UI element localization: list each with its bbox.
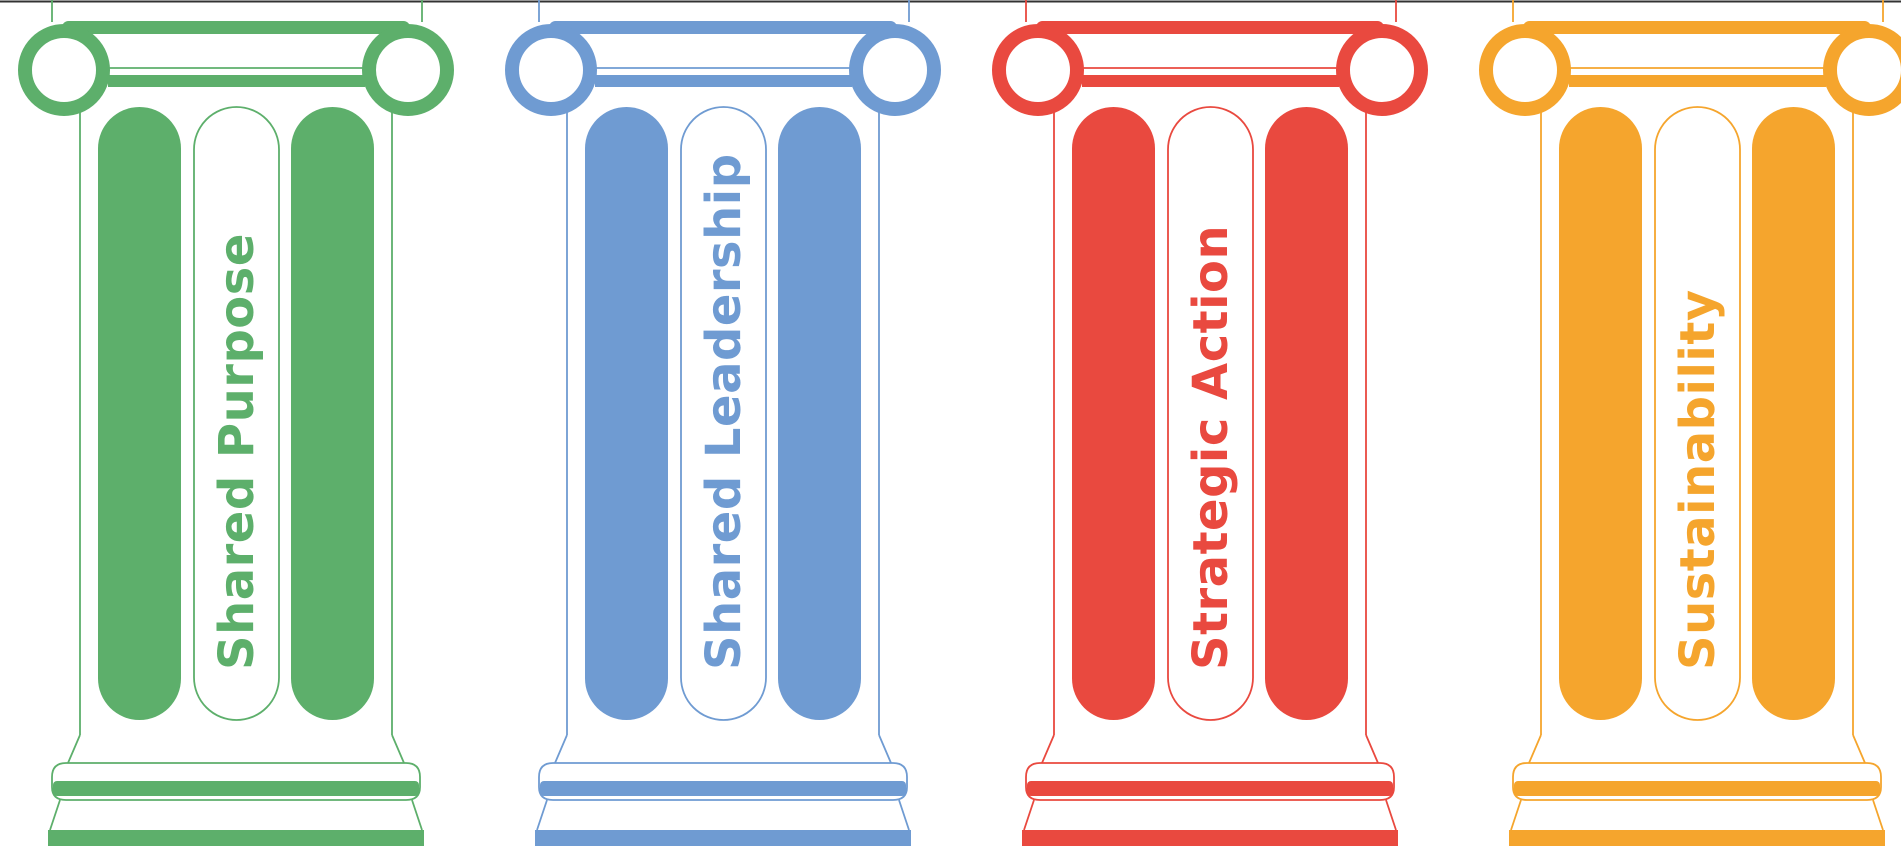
plinth [1022,830,1398,846]
base-band [53,781,419,796]
pillar-sustainability: Sustainability [1486,0,1901,846]
volute-right [369,31,447,109]
capital-band [62,21,410,34]
volute-left [25,31,103,109]
pillar-label-shared-purpose: Shared Purpose [209,233,265,670]
plinth-taper [50,800,422,830]
plinth [48,830,424,846]
pillar-label-strategic-action: Strategic Action [1183,225,1239,670]
pillar-strategic-action: Strategic Action [999,0,1421,846]
flute-left [1072,107,1155,720]
base-taper [68,735,404,763]
plinth-taper [1511,800,1883,830]
volute-right [1343,31,1421,109]
volute-left [1486,31,1564,109]
pillar-label-sustainability: Sustainability [1670,289,1726,670]
flute-right [1752,107,1835,720]
capital-band [549,21,897,34]
base-taper [555,735,891,763]
volute-right [856,31,934,109]
base-taper [1042,735,1378,763]
volute-left [512,31,590,109]
base-band [540,781,906,796]
volute-left [999,31,1077,109]
base-taper [1529,735,1865,763]
plinth-taper [537,800,909,830]
capital-band [1036,21,1384,34]
flute-right [778,107,861,720]
plinth [1509,830,1885,846]
pillar-shared-purpose: Shared Purpose [25,0,447,846]
flute-left [98,107,181,720]
pillar-shared-leadership: Shared Leadership [512,0,934,846]
capital-thick-line [595,75,852,87]
capital-thick-line [1082,75,1339,87]
pillar-label-shared-leadership: Shared Leadership [696,153,752,670]
flute-right [1265,107,1348,720]
flute-right [291,107,374,720]
capital-band [1523,21,1871,34]
flute-left [1559,107,1642,720]
plinth-taper [1024,800,1396,830]
capital-thick-line [108,75,365,87]
flute-left [585,107,668,720]
plinth [535,830,911,846]
volute-right [1830,31,1901,109]
base-band [1514,781,1880,796]
capital-thick-line [1569,75,1826,87]
base-band [1027,781,1393,796]
